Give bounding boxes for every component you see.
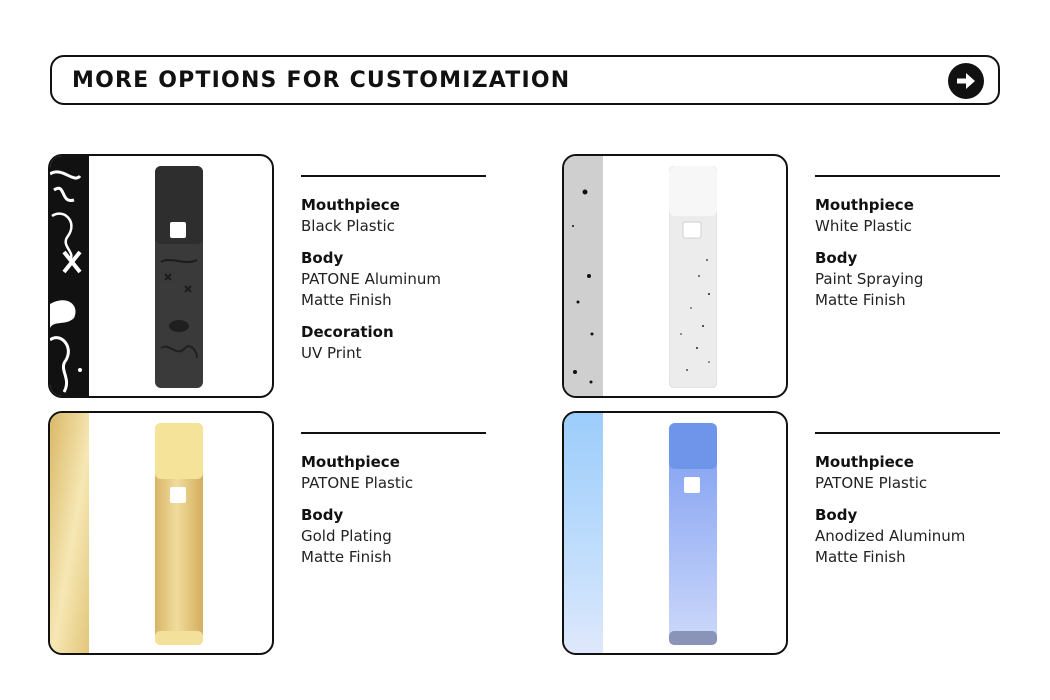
product-card-black (48, 154, 274, 398)
device-black (155, 166, 203, 388)
spec-panel-black: Mouthpiece Black Plastic Body PATONE Alu… (301, 175, 486, 375)
arrow-right-icon (957, 73, 975, 89)
spec-body: Body PATONE Aluminum Matte Finish (301, 249, 441, 309)
finish-swatch-gold (50, 413, 89, 653)
spec-body: Body Paint Spraying Matte Finish (815, 249, 924, 309)
divider (815, 432, 1000, 434)
spec-body: Body Anodized Aluminum Matte Finish (815, 506, 966, 566)
product-card-white (562, 154, 788, 398)
spec-mouthpiece: Mouthpiece Black Plastic (301, 196, 400, 235)
page-title: MORE OPTIONS FOR CUSTOMIZATION (72, 67, 571, 93)
finish-swatch-blue (564, 413, 603, 653)
device-white (669, 166, 717, 388)
divider (815, 175, 1000, 177)
spec-mouthpiece: Mouthpiece PATONE Plastic (301, 453, 414, 492)
section-header: MORE OPTIONS FOR CUSTOMIZATION (50, 55, 1000, 105)
graffiti-pattern (50, 170, 82, 393)
divider (301, 432, 486, 434)
spec-panel-white: Mouthpiece White Plastic Body Paint Spra… (815, 175, 1000, 322)
pattern-swatch-black (50, 156, 89, 396)
pattern-swatch-white (564, 156, 603, 396)
speckle-pattern (572, 189, 594, 384)
spec-decoration: Decoration UV Print (301, 323, 394, 362)
spec-body: Body Gold Plating Matte Finish (301, 506, 392, 566)
device-gold (155, 423, 203, 645)
divider (301, 175, 486, 177)
spec-panel-blue: Mouthpiece PATONE Plastic Body Anodized … (815, 432, 1000, 579)
spec-panel-gold: Mouthpiece PATONE Plastic Body Gold Plat… (301, 432, 486, 579)
product-card-blue (562, 411, 788, 655)
spec-mouthpiece: Mouthpiece PATONE Plastic (815, 453, 928, 492)
next-arrow-button[interactable] (948, 63, 984, 99)
product-card-gold (48, 411, 274, 655)
spec-mouthpiece: Mouthpiece White Plastic (815, 196, 914, 235)
device-blue (669, 423, 717, 645)
